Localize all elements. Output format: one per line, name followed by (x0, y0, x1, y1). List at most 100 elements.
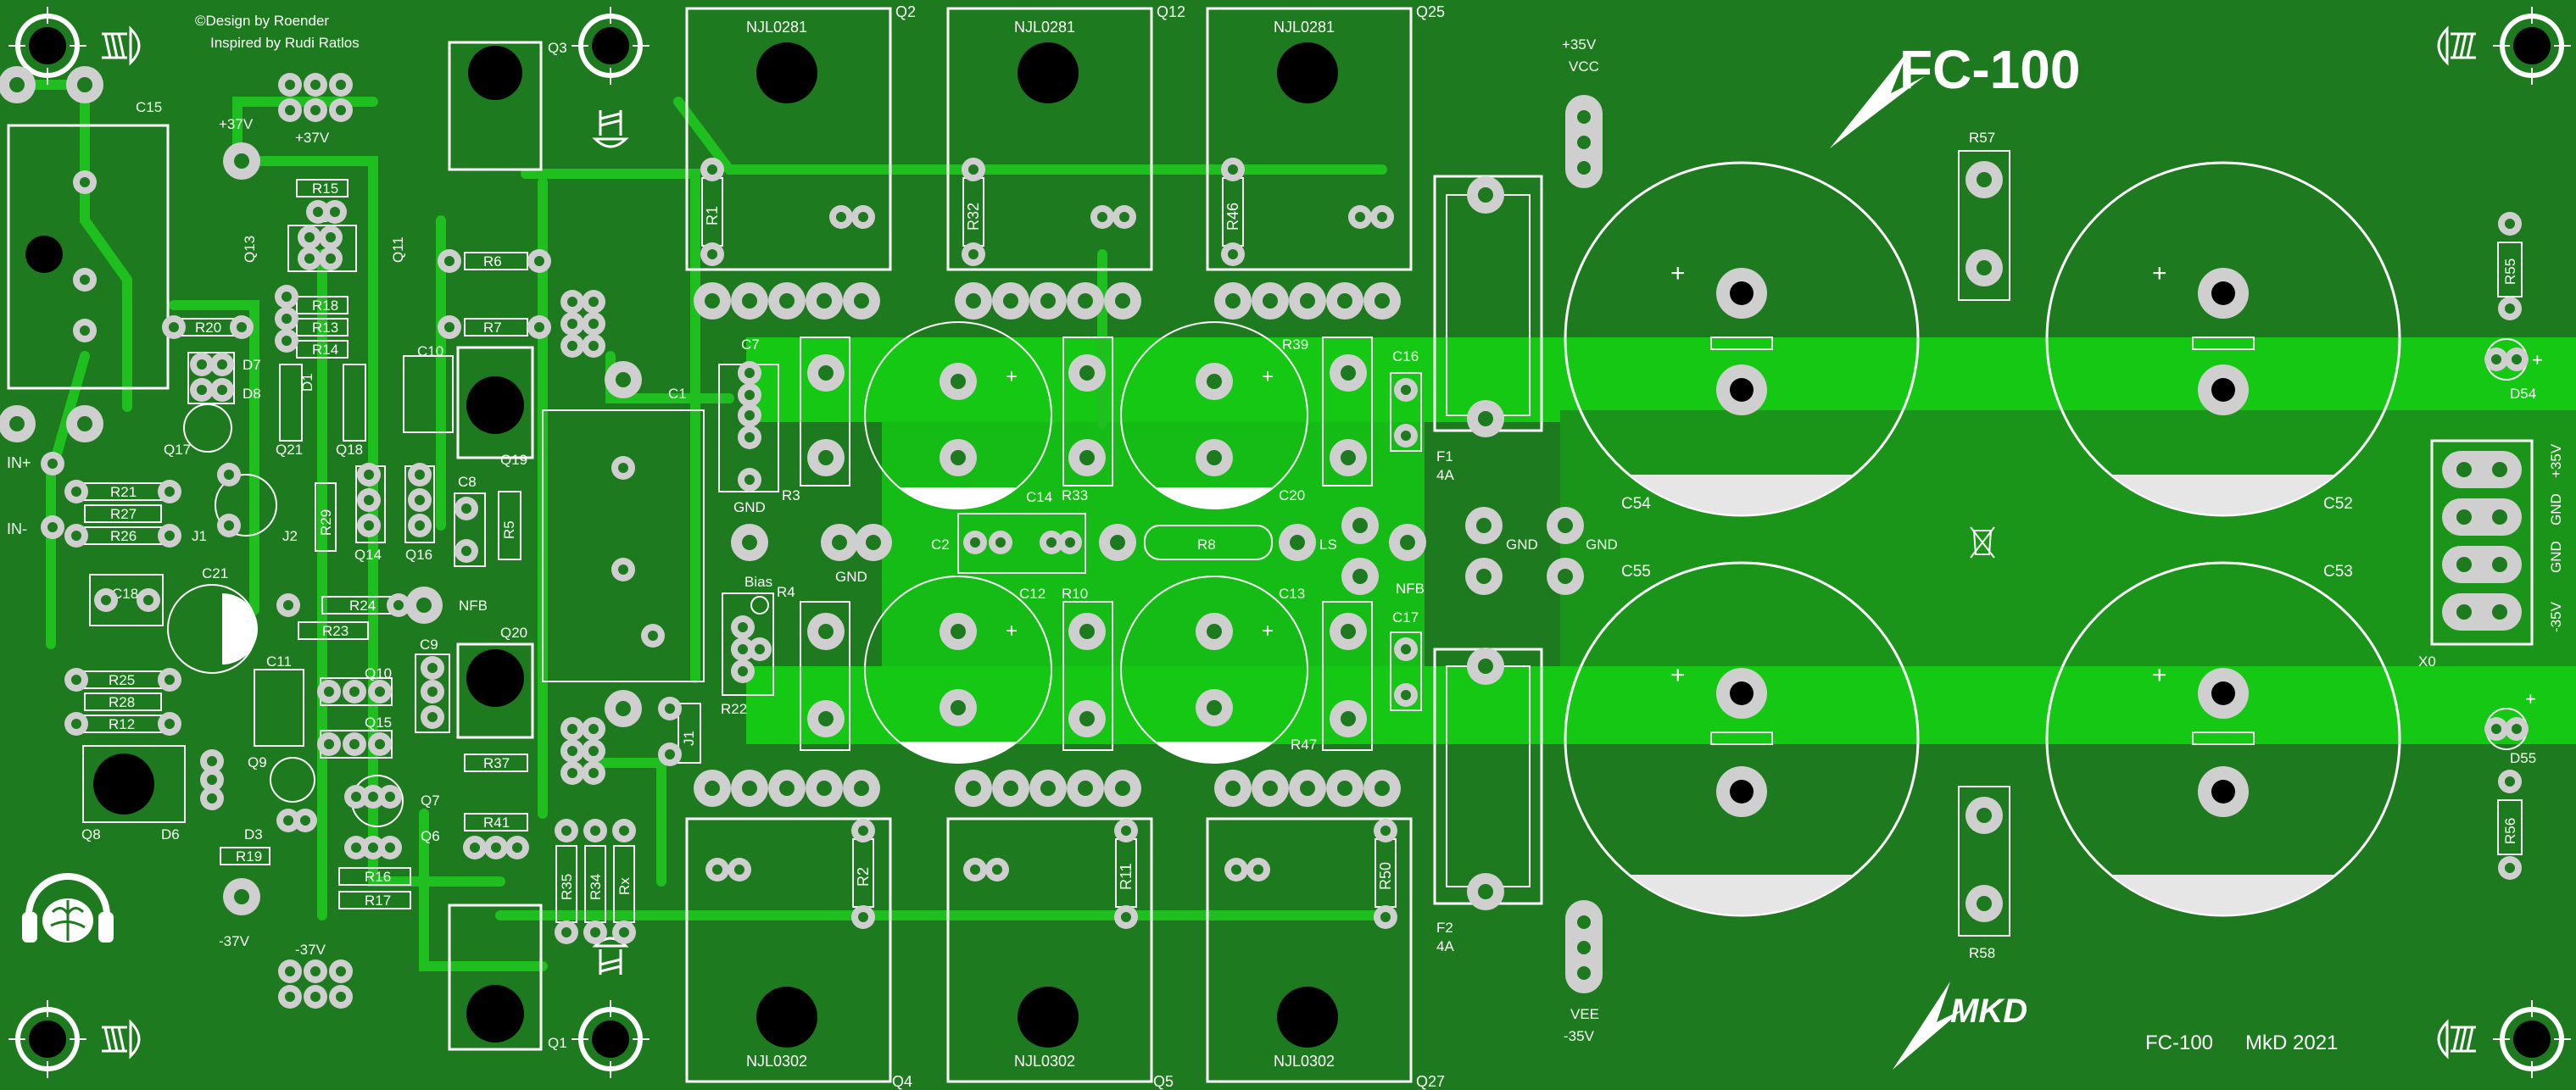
svg-text:NJL0281: NJL0281 (1014, 19, 1075, 36)
weee-bin-icon (1970, 526, 1995, 559)
svg-text:D3: D3 (244, 826, 263, 843)
svg-text:+: + (1262, 365, 1274, 388)
svg-text:C11: C11 (266, 653, 292, 670)
svg-text:C21: C21 (202, 565, 228, 581)
svg-text:D8: D8 (243, 386, 261, 402)
input-connector[interactable]: IN+ IN- (7, 452, 64, 539)
svg-text:GND: GND (835, 569, 867, 585)
svg-text:Q14: Q14 (354, 547, 382, 563)
vas-stage: Q3 R6 R7 C10 Q19 Q14 Q16 C8 R5 NFB C9 Q2… (354, 40, 705, 1051)
svg-text:J1: J1 (681, 731, 697, 746)
svg-text:+: + (2152, 259, 2167, 287)
svg-text:4A: 4A (1436, 938, 1454, 954)
svg-text:MKD: MKD (1950, 993, 2027, 1030)
svg-text:GND: GND (733, 499, 766, 515)
svg-text:GND: GND (1586, 537, 1618, 553)
svg-text:Q2: Q2 (895, 3, 916, 20)
svg-text:R17: R17 (365, 893, 391, 909)
svg-text:C18: C18 (112, 586, 138, 602)
svg-text:+35V: +35V (1562, 36, 1597, 53)
svg-text:J2: J2 (282, 528, 298, 544)
svg-text:GND: GND (2548, 493, 2564, 526)
svg-text:D54: D54 (2510, 386, 2536, 402)
svg-text:R22: R22 (721, 701, 747, 717)
supply-37v: +37V +37V -37V -37V (219, 73, 353, 1009)
svg-text:J1: J1 (192, 528, 207, 544)
svg-text:R11: R11 (1118, 863, 1135, 890)
svg-text:R47: R47 (1291, 737, 1317, 753)
svg-text:+37V: +37V (295, 130, 330, 146)
svg-text:Q15: Q15 (365, 715, 392, 731)
svg-text:Q7: Q7 (421, 792, 440, 809)
svg-text:C9: C9 (420, 637, 438, 653)
footer-product: FC-100 (2145, 1032, 2213, 1054)
svg-text:Rx: Rx (616, 877, 633, 895)
svg-text:C8: C8 (458, 474, 477, 490)
svg-text:4A: 4A (1436, 467, 1454, 483)
svg-text:C7: C7 (741, 336, 760, 353)
svg-text:Q1: Q1 (548, 1035, 567, 1051)
svg-text:Q9: Q9 (248, 754, 267, 770)
svg-text:NJL0302: NJL0302 (1014, 1053, 1075, 1070)
svg-text:NJL0281: NJL0281 (1274, 19, 1335, 36)
svg-text:Q20: Q20 (500, 625, 527, 641)
svg-text:+: + (1670, 661, 1686, 689)
svg-text:R5: R5 (501, 520, 517, 539)
screw-icon (102, 25, 2476, 1059)
svg-text:R25: R25 (109, 672, 135, 688)
bleeder-resistors: R57 R58 (1958, 130, 2010, 961)
svg-text:R6: R6 (483, 253, 502, 270)
svg-text:R57: R57 (1969, 130, 1995, 146)
svg-text:R37: R37 (483, 755, 510, 771)
svg-text:Q12: Q12 (1157, 3, 1185, 20)
svg-text:+: + (2152, 661, 2167, 689)
svg-text:R23: R23 (322, 623, 348, 639)
svg-text:C10: C10 (417, 343, 443, 359)
svg-text:R29: R29 (318, 509, 334, 536)
in-plus-label: IN+ (7, 454, 31, 471)
input-stage: R15 D2 Q13 Q11 R18 R13 R14 R20 D7 D8 Q17… (81, 179, 440, 909)
svg-text:GND: GND (1506, 537, 1538, 553)
svg-text:R3: R3 (782, 487, 800, 503)
svg-text:C17: C17 (1392, 609, 1419, 626)
svg-text:C53: C53 (2323, 563, 2353, 581)
svg-text:NFB: NFB (459, 598, 488, 614)
supply-35v: +35V VCC VEE -35V (1562, 36, 1603, 1044)
svg-text:F1: F1 (1436, 448, 1453, 464)
svg-text:-37V: -37V (219, 933, 250, 949)
svg-text:Q8: Q8 (81, 826, 101, 843)
svg-text:R32: R32 (965, 203, 982, 231)
svg-text:R7: R7 (483, 320, 502, 336)
fc100-logo: FC-100 (1830, 39, 2080, 148)
svg-text:R24: R24 (349, 598, 376, 614)
svg-text:R26: R26 (110, 528, 137, 544)
svg-text:D1: D1 (299, 373, 315, 392)
svg-text:R14: R14 (312, 342, 338, 358)
svg-text:R1: R1 (704, 206, 721, 225)
output-transistors-bottom: NJL0302 Q4 R2 NJL0302 Q5 R11 NJL0302 Q27… (685, 770, 1445, 1090)
svg-text:C52: C52 (2323, 495, 2353, 513)
svg-text:C15: C15 (136, 99, 162, 115)
svg-text:LS: LS (1319, 537, 1337, 553)
svg-text:R41: R41 (483, 815, 510, 831)
svg-text:R8: R8 (1197, 537, 1216, 553)
svg-text:Q18: Q18 (336, 442, 363, 458)
svg-text:-35V: -35V (1564, 1028, 1595, 1044)
capacitor-c15: C15 (7, 99, 170, 390)
in-minus-label: IN- (7, 520, 27, 537)
svg-text:R21: R21 (110, 484, 137, 500)
svg-text:R56: R56 (2502, 818, 2518, 844)
svg-text:Q10: Q10 (365, 665, 392, 681)
svg-text:R27: R27 (110, 506, 137, 522)
svg-text:Q3: Q3 (548, 40, 567, 56)
svg-text:+: + (2525, 688, 2536, 709)
svg-text:+: + (1006, 365, 1018, 388)
svg-text:R28: R28 (109, 694, 135, 710)
power-pours (746, 337, 2576, 744)
output-mid-section: C7 R3 + R33 + R39 C20 C16 C14 C2 R8 LS N… (718, 321, 1426, 764)
svg-text:R13: R13 (312, 320, 338, 336)
svg-text:NFB: NFB (1396, 581, 1425, 597)
svg-text:Q11: Q11 (390, 236, 406, 263)
power-connector-x0[interactable]: +35V GND GND -35V X0 (2418, 439, 2564, 670)
